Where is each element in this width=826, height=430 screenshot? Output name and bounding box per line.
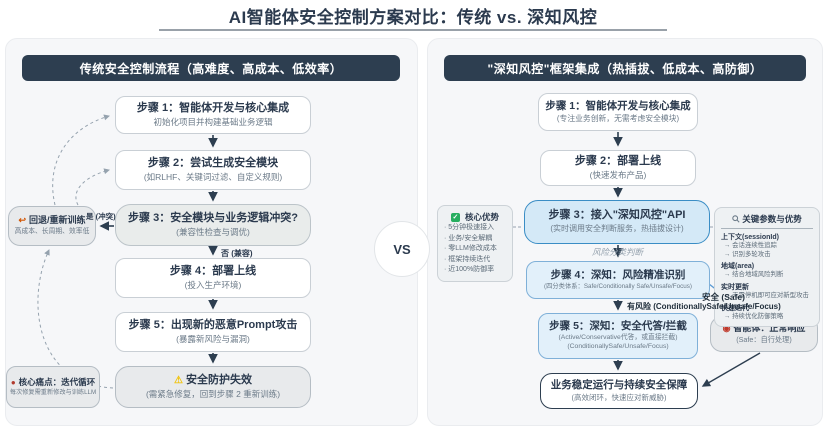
left-step-3-decision: 步骤 3：安全模块与业务逻辑冲突? (兼容性检查与调优) bbox=[115, 204, 311, 246]
step-subtitle: (暴露新风险与漏洞) bbox=[176, 333, 250, 344]
param-point: → 结合地域风险判断 bbox=[724, 271, 784, 279]
check-icon: ✓ bbox=[450, 212, 460, 222]
param-point: → 无需停机即可应对新型攻击 bbox=[724, 291, 809, 299]
advantage-item: · 业务/安全解耦 bbox=[444, 234, 493, 242]
search-icon bbox=[732, 215, 740, 223]
failure-title: 安全防护失效 bbox=[185, 374, 252, 387]
step-title: 步骤 4：深知：风险精准识别 bbox=[550, 268, 686, 281]
right-panel-header: "深知风控"框架集成（热插拔、低成本、高防御） bbox=[444, 55, 806, 81]
right-step-4-identify: 步骤 4：深知：风险精准识别 (四分类体系：Safe/Conditionally… bbox=[526, 261, 710, 299]
label-yes-conflict: 是 (冲突) bbox=[86, 212, 116, 221]
target-icon: ◉ bbox=[722, 323, 731, 334]
core-advantages-box: ✓ 核心优势 · 5分钟极速接入 · 业务/安全解耦 · 零LLM修改成本 · 框… bbox=[437, 205, 513, 282]
pain-dot-icon: ● bbox=[10, 377, 16, 387]
left-step-2: 步骤 2：尝试生成安全模块 (如RLHF、关键词过滤、自定义规则) bbox=[115, 150, 311, 190]
param-label: 上下文(sessionId) bbox=[721, 234, 779, 241]
final-title: 业务稳定运行与持续安全保障 bbox=[550, 379, 688, 392]
rollback-icon: ↩ bbox=[18, 215, 27, 226]
step-title: 步骤 3：安全模块与业务逻辑冲突? bbox=[128, 212, 298, 225]
label-risky: 有风险 (ConditionallySafe/Unsafe/Focus) bbox=[627, 302, 781, 311]
left-failure-box: ⚠安全防护失效 (需紧急修复，回到步骤 2 重新训练) bbox=[115, 366, 311, 408]
step-subtitle: (Active/Conservative代答，或直接拦截) bbox=[558, 334, 678, 342]
advantage-item: · 框架持续迭代 bbox=[444, 255, 491, 263]
right-final-box: 业务稳定运行与持续安全保障 (高效闭环，快速应对新威胁) bbox=[540, 373, 698, 409]
page-title: AI智能体安全控制方案对比：传统 vs. 深知风控 bbox=[228, 8, 598, 27]
step-title: 步骤 3：接入"深知风控"API bbox=[548, 209, 686, 222]
param-point: → 会话连续性追踪 bbox=[724, 242, 777, 249]
painpoint-title: 核心痛点：迭代循环 bbox=[18, 376, 96, 387]
step-title: 步骤 5：出现新的恶意Prompt攻击 bbox=[128, 319, 298, 332]
label-no-compatible: 否 (兼容) bbox=[221, 249, 253, 258]
agent-title: 智能体：正常响应 bbox=[733, 323, 806, 334]
advantages-header: 核心优势 bbox=[464, 212, 499, 222]
right-step-5-intercept: 步骤 5：深知：安全代答/拦截 (Active/Conservative代答，或… bbox=[538, 313, 698, 359]
failure-subtitle: (需紧急修复，回到步骤 2 重新训练) bbox=[145, 388, 281, 399]
rollback-subtitle: 高成本、长周期、效率低 bbox=[14, 227, 90, 235]
left-rollback-box: ↩回退/重新训练 高成本、长周期、效率低 bbox=[8, 206, 96, 246]
step-subtitle: (投入生产环境) bbox=[184, 279, 242, 290]
right-step-1: 步骤 1：智能体开发与核心集成 (专注业务创新，无需考虑安全模块) bbox=[538, 93, 698, 131]
agent-subtitle: (Safe：自行处理) bbox=[736, 335, 792, 345]
painpoint-subtitle: 每次修复需重新修改与训练LLM bbox=[9, 388, 97, 396]
left-step-4: 步骤 4：部署上线 (投入生产环境) bbox=[115, 258, 311, 298]
label-risk-classification: 风险分类判断 bbox=[592, 247, 644, 257]
step-subtitle-2: (ConditionallySafe/Unsafe/Focus) bbox=[567, 343, 669, 351]
step-subtitle: (专注业务创新，无需考虑安全模块) bbox=[556, 114, 680, 123]
warning-icon: ⚠ bbox=[174, 375, 183, 387]
left-step-5: 步骤 5：出现新的恶意Prompt攻击 (暴露新风险与漏洞) bbox=[115, 312, 311, 352]
param-point: → 识别多轮攻击 bbox=[724, 250, 771, 258]
step-subtitle: (兼容性检查与调优) bbox=[176, 226, 250, 237]
step-title: 步骤 2：尝试生成安全模块 bbox=[147, 157, 279, 170]
right-step-3-api: 步骤 3：接入"深知风控"API (实时调用安全判断服务，热插拔设计) bbox=[524, 200, 710, 244]
left-step-1: 步骤 1：智能体开发与核心集成 初始化项目并构建基础业务逻辑 bbox=[115, 96, 311, 134]
final-subtitle: (高效闭环，快速应对新威胁) bbox=[571, 393, 667, 403]
step-subtitle: 初始化项目并构建基础业务逻辑 bbox=[153, 116, 273, 127]
step-subtitle: (如RLHF、关键词过滤、自定义规则) bbox=[143, 171, 283, 182]
step-title: 步骤 4：部署上线 bbox=[169, 265, 257, 278]
rollback-title: 回退/重新训练 bbox=[29, 215, 86, 226]
advantage-item: · 零LLM修改成本 bbox=[444, 245, 497, 252]
step-subtitle: (实时调用安全判断服务，热插拔设计) bbox=[550, 224, 684, 234]
title-underline bbox=[159, 29, 667, 31]
advantage-item: · 近100%防御率 bbox=[444, 266, 495, 273]
step-title: 步骤 1：智能体开发与核心集成 bbox=[545, 99, 691, 112]
step-subtitle: (四分类体系：Safe/Conditionally Safe/Unsafe/Fo… bbox=[543, 282, 693, 290]
step-subtitle: (快速发布产品) bbox=[589, 169, 647, 180]
step-title: 步骤 2：部署上线 bbox=[574, 155, 662, 168]
step-title: 步骤 5：深知：安全代答/拦截 bbox=[549, 320, 687, 333]
vs-badge: VS bbox=[374, 221, 430, 277]
param-label: 地域(area) bbox=[721, 263, 755, 271]
param-point: → 持续优化防御策略 bbox=[724, 312, 784, 320]
step-title: 步骤 1：智能体开发与核心集成 bbox=[136, 102, 290, 115]
advantage-item: · 5分钟极速接入 bbox=[444, 224, 495, 231]
left-painpoint-box: ●核心痛点：迭代循环 每次修复需重新修改与训练LLM bbox=[6, 366, 100, 408]
right-step-2: 步骤 2：部署上线 (快速发布产品) bbox=[540, 150, 696, 186]
params-header: 关键参数与优势 bbox=[742, 214, 802, 224]
left-panel-header: 传统安全控制流程（高难度、高成本、低效率） bbox=[22, 55, 400, 81]
